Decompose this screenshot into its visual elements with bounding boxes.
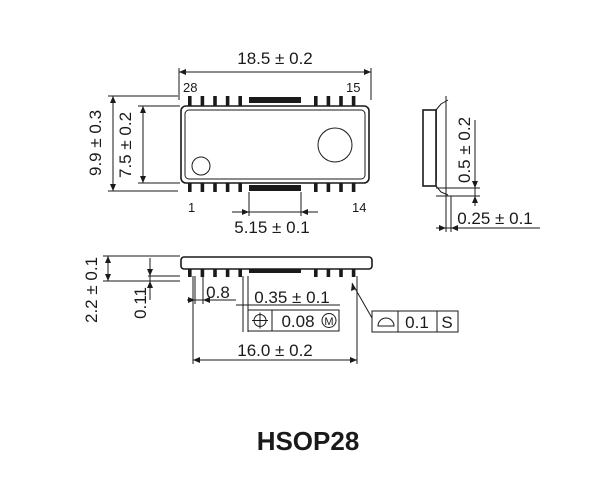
bottom-pin-row — [188, 183, 356, 192]
flatness-tolerance-frame: 0.1 S — [371, 310, 459, 333]
top-lead — [225, 96, 230, 106]
front-lead — [213, 269, 217, 277]
front-lead — [339, 269, 343, 277]
front-lead — [326, 269, 331, 277]
side-view: 0.5 ± 0.2 0.25 ± 0.1 — [422, 96, 540, 232]
lead-dim-label: 0.5 ± 0.2 — [455, 117, 474, 183]
flatness-datum: S — [441, 313, 452, 332]
pitch-dim-label: 0.8 — [206, 283, 230, 302]
body-height-dim-label: 7.5 ± 0.2 — [116, 112, 135, 178]
top-lead — [213, 96, 217, 106]
standoff-dim-label: 0.11 — [131, 287, 150, 319]
ejector-pin-mark — [317, 127, 353, 163]
position-tol-value: 0.08 — [281, 312, 314, 331]
bottom-lead — [225, 183, 230, 192]
heatsink-tab-top — [249, 97, 301, 103]
front-lead — [188, 269, 192, 277]
top-lead — [326, 96, 331, 106]
front-pin-row — [188, 269, 356, 277]
length-dim-label: 16.0 ± 0.2 — [237, 341, 313, 360]
front-lead — [314, 269, 318, 277]
front-lead — [351, 269, 356, 277]
top-pin-row — [188, 96, 356, 106]
bottom-lead — [326, 183, 331, 192]
pin-label-1: 1 — [188, 200, 195, 215]
front-body — [180, 256, 373, 270]
pin-label-14: 14 — [352, 200, 366, 215]
top-view: 18.5 ± 0.2 28 15 1 14 9.9 ± 0.3 7.5 ± 0.… — [86, 49, 372, 237]
lead-width-dim-label: 0.35 ± 0.1 — [254, 288, 330, 307]
top-lead — [188, 96, 192, 106]
position-tolerance-frame: 0.08 M — [247, 309, 340, 332]
front-heatsink — [249, 269, 301, 273]
flatness-symbol-icon — [377, 317, 395, 327]
package-body-inner — [184, 109, 366, 180]
top-lead — [351, 96, 356, 106]
width-dim-label: 18.5 ± 0.2 — [237, 49, 313, 68]
heatsink-tab-bottom — [249, 185, 301, 191]
mmc-modifier-icon — [321, 313, 337, 328]
pin-label-28: 28 — [183, 80, 197, 95]
mmc-modifier-letter: M — [324, 316, 333, 328]
flatness-value: 0.1 — [405, 313, 429, 332]
top-lead — [339, 96, 343, 106]
thickness-dim-label: 0.25 ± 0.1 — [457, 209, 533, 228]
heatsink-dim-label: 5.15 ± 0.1 — [234, 218, 310, 237]
bottom-lead — [314, 183, 318, 192]
top-lead — [238, 96, 242, 106]
package-name: HSOP28 — [257, 426, 360, 456]
front-lead — [200, 269, 205, 277]
bottom-lead — [213, 183, 217, 192]
bottom-lead — [339, 183, 343, 192]
front-height-dim-label: 2.2 ± 0.1 — [82, 257, 101, 323]
package-body — [180, 105, 370, 184]
bottom-lead — [351, 183, 356, 192]
front-view: 2.2 ± 0.1 0.11 0.8 0.35 ± 0.1 0.08 M — [82, 255, 459, 364]
pin1-mark — [191, 156, 211, 176]
top-lead — [200, 96, 205, 106]
bottom-lead — [188, 183, 192, 192]
front-lead — [238, 269, 242, 277]
bottom-lead — [238, 183, 242, 192]
bottom-lead — [200, 183, 205, 192]
top-lead — [314, 96, 318, 106]
height-dim-label: 9.9 ± 0.3 — [86, 110, 105, 176]
front-lead — [225, 269, 230, 277]
pin-label-15: 15 — [346, 80, 360, 95]
side-body-main — [422, 109, 437, 187]
